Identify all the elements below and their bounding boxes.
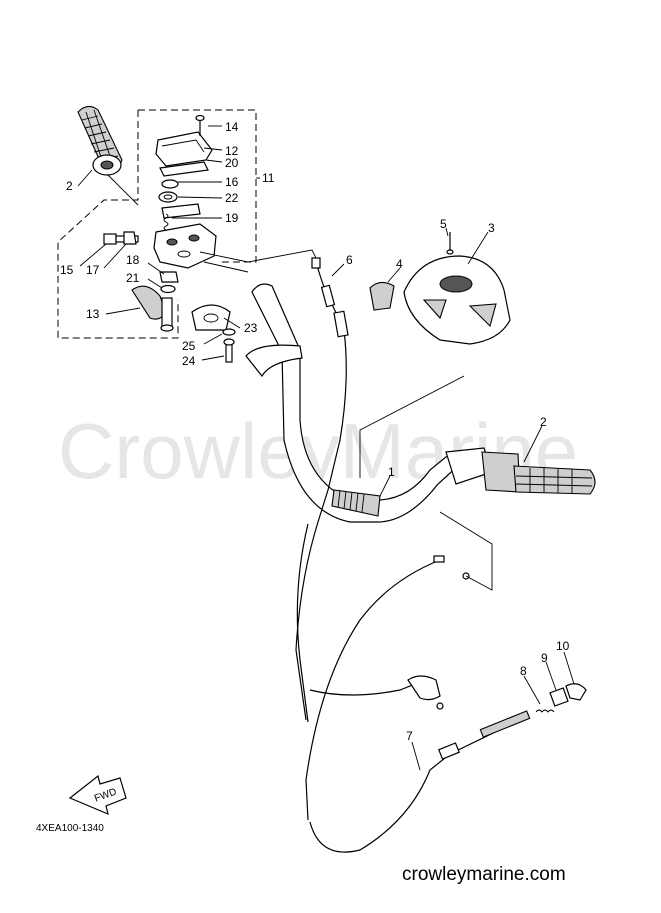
callout-19: 19 [225,211,239,225]
callout-15: 15 [60,263,74,277]
callout-11: 11 [262,171,275,185]
callout-7: 7 [406,729,413,743]
callout-2-left: 2 [66,179,73,193]
callout-5: 5 [440,217,447,231]
nut-washer [159,271,179,294]
callout-16: 16 [225,175,239,189]
handlebar [245,283,461,523]
brake-cable [305,555,531,853]
callout-6: 6 [346,253,353,267]
callout-17: 17 [86,263,100,277]
callout-2-right: 2 [540,415,547,429]
callout-12: 12 [225,144,239,158]
throttle-housing [153,223,319,273]
fwd-arrow-icon: FWD [68,774,127,816]
clamp [191,304,236,363]
callout-8: 8 [520,664,527,678]
spring [163,213,169,231]
throttle-cable [295,257,349,723]
housing-cover [155,114,213,177]
callout-22: 22 [225,191,239,205]
callout-23: 23 [244,321,258,335]
callout-24: 24 [182,354,196,368]
adjust-screw [103,231,139,245]
site-name: crowleymarine.com [402,864,566,885]
washers [158,179,201,219]
leader-lines [77,125,575,771]
throttle-lever [131,285,174,332]
callout-4: 4 [396,257,403,271]
callout-14: 14 [225,120,239,134]
left-grip [77,105,139,206]
callout-18: 18 [126,253,140,267]
callout-20: 20 [225,156,239,170]
callout-3: 3 [488,221,495,235]
callouts: 14 12 20 16 22 11 19 2 15 17 18 21 13 23… [60,120,570,743]
throttle-assembly-box [57,109,257,339]
callout-13: 13 [86,307,100,321]
callout-10: 10 [556,639,570,653]
callout-21: 21 [126,271,140,285]
diagram-code: 4XEA100-1340 [36,823,104,834]
callout-9: 9 [541,651,548,665]
brake-adjuster [535,683,587,713]
handlebar-pad [369,232,511,345]
right-grip [445,447,596,495]
callout-25: 25 [182,339,196,353]
callout-1: 1 [388,465,395,479]
